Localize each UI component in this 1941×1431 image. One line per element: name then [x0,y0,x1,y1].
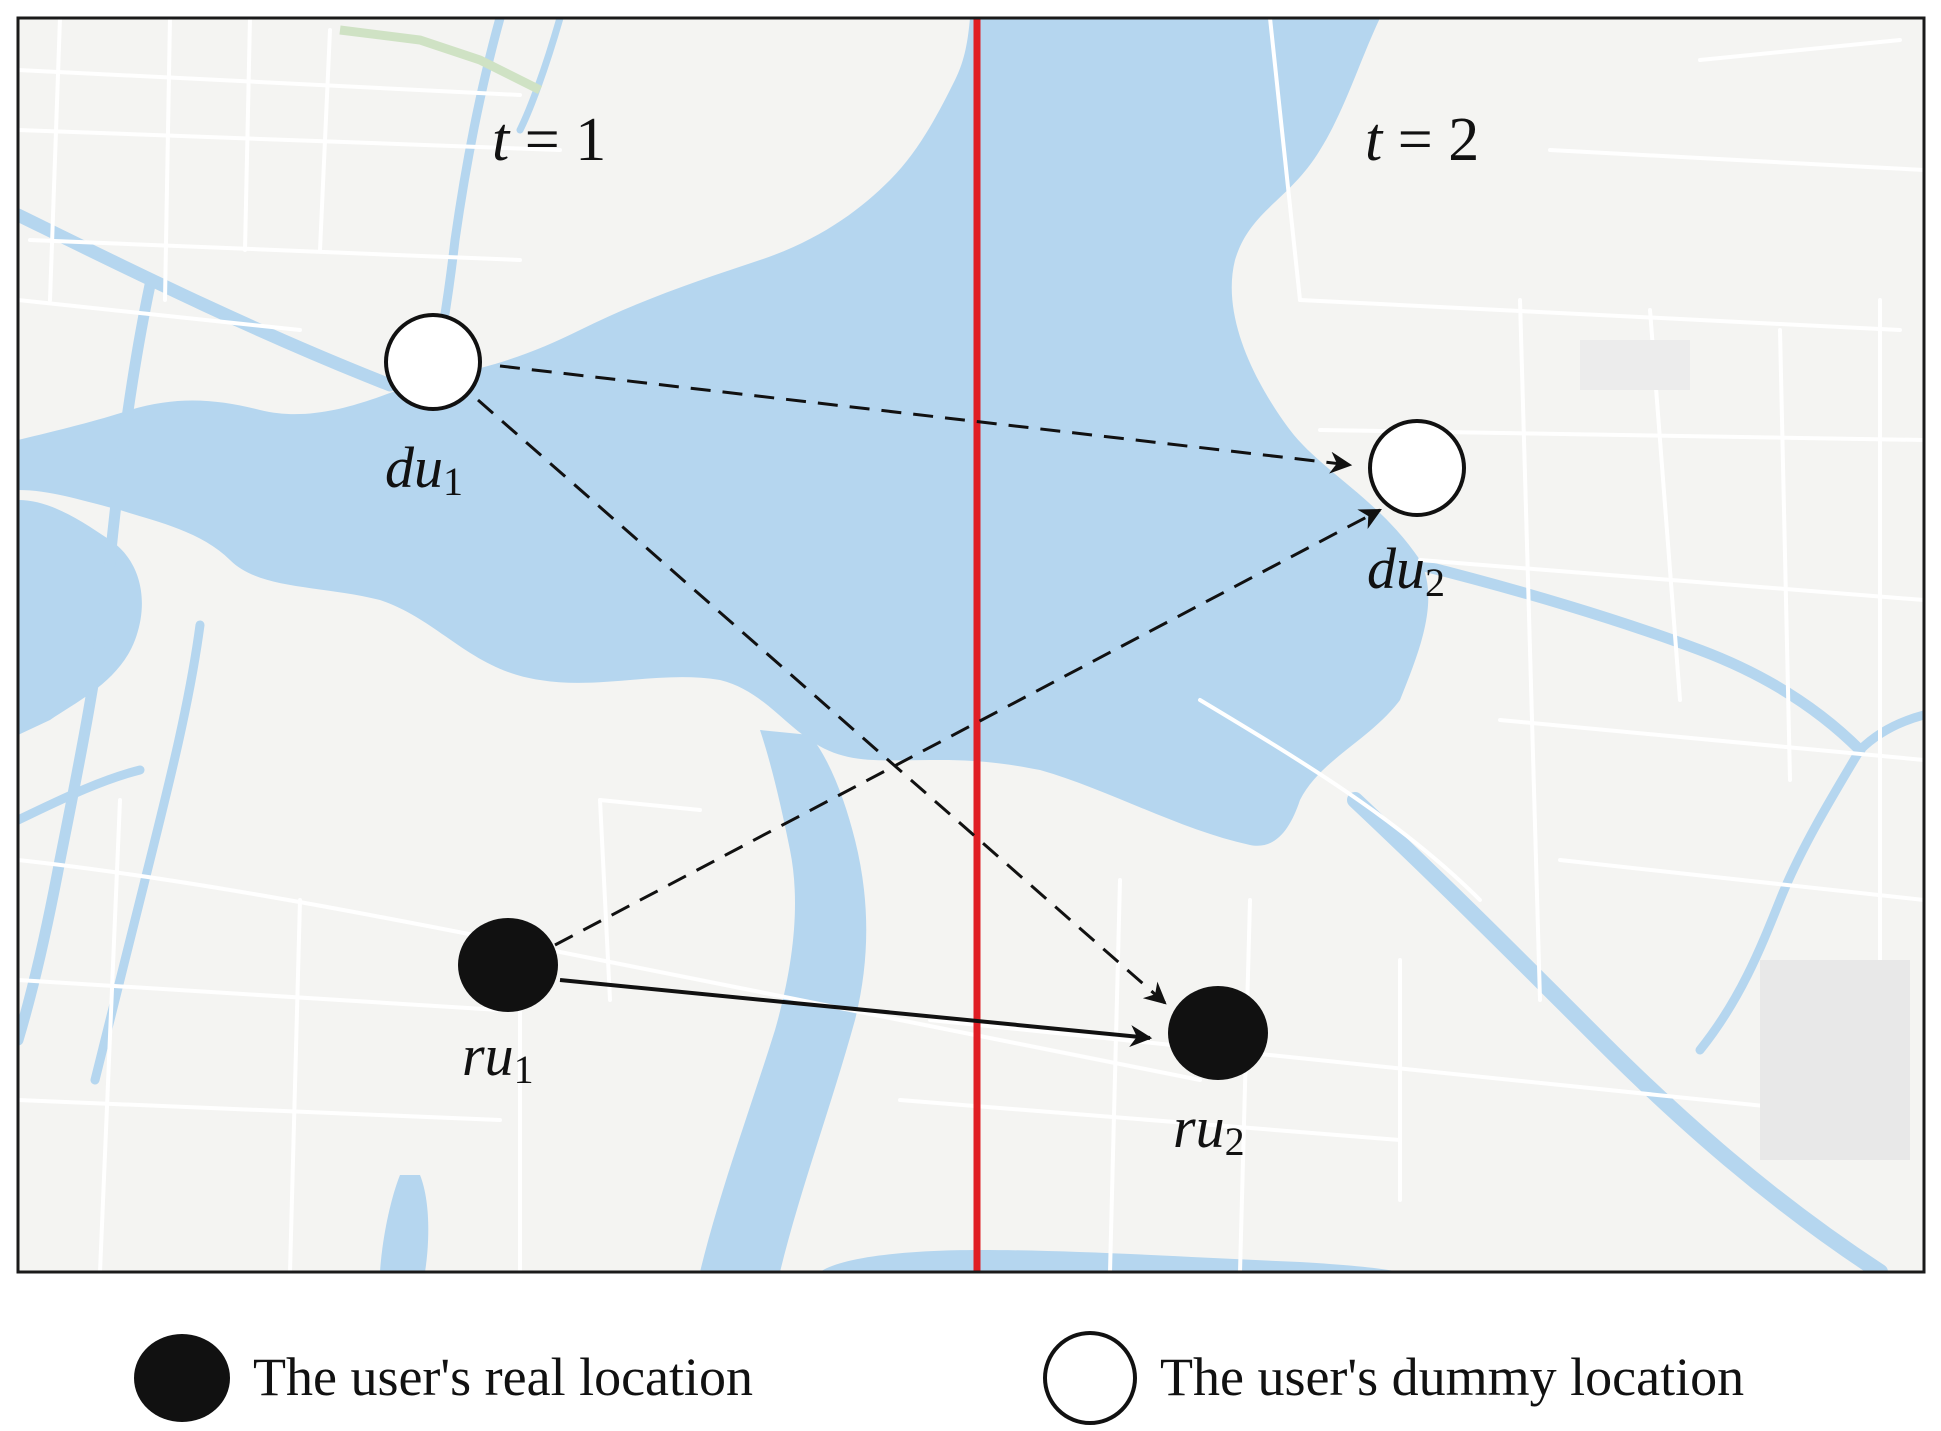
legend-dummy-label: The user's dummy location [1160,1347,1744,1407]
map-area [18,18,1924,1272]
legend-real-label: The user's real location [253,1347,753,1407]
water-southwest [380,1175,429,1272]
label-ru1: ru1 [462,1023,534,1092]
label-ru2: ru2 [1173,1095,1245,1164]
trajectories [477,364,1382,1048]
greenway [339,25,543,95]
time-label-left: t = 1 [492,106,606,174]
legend-real-marker [134,1334,230,1422]
real-location-ru1-marker [458,918,558,1012]
arrow-ru1-to-du2 [554,508,1382,947]
arrow-ru1-to-ru2 [559,978,1153,1048]
time-label-right: t = 2 [1365,106,1479,174]
arrow-du1-to-du2 [499,364,1353,474]
legend: The user's real location The user's dumm… [134,1331,1744,1425]
dummy-location-du1-marker [384,313,482,411]
roads [18,18,1924,1272]
dummy-location-du2-marker [1368,419,1466,517]
map-frame [16,16,1926,1274]
arrow-du1-to-ru2 [477,398,1167,1005]
legend-dummy-marker [1043,1331,1137,1425]
label-du2: du2 [1367,536,1445,605]
lake [18,18,1429,846]
block-east [1760,960,1910,1160]
label-du1: du1 [385,435,463,504]
block-northeast [1580,340,1690,390]
real-location-ru2-marker [1168,986,1268,1080]
